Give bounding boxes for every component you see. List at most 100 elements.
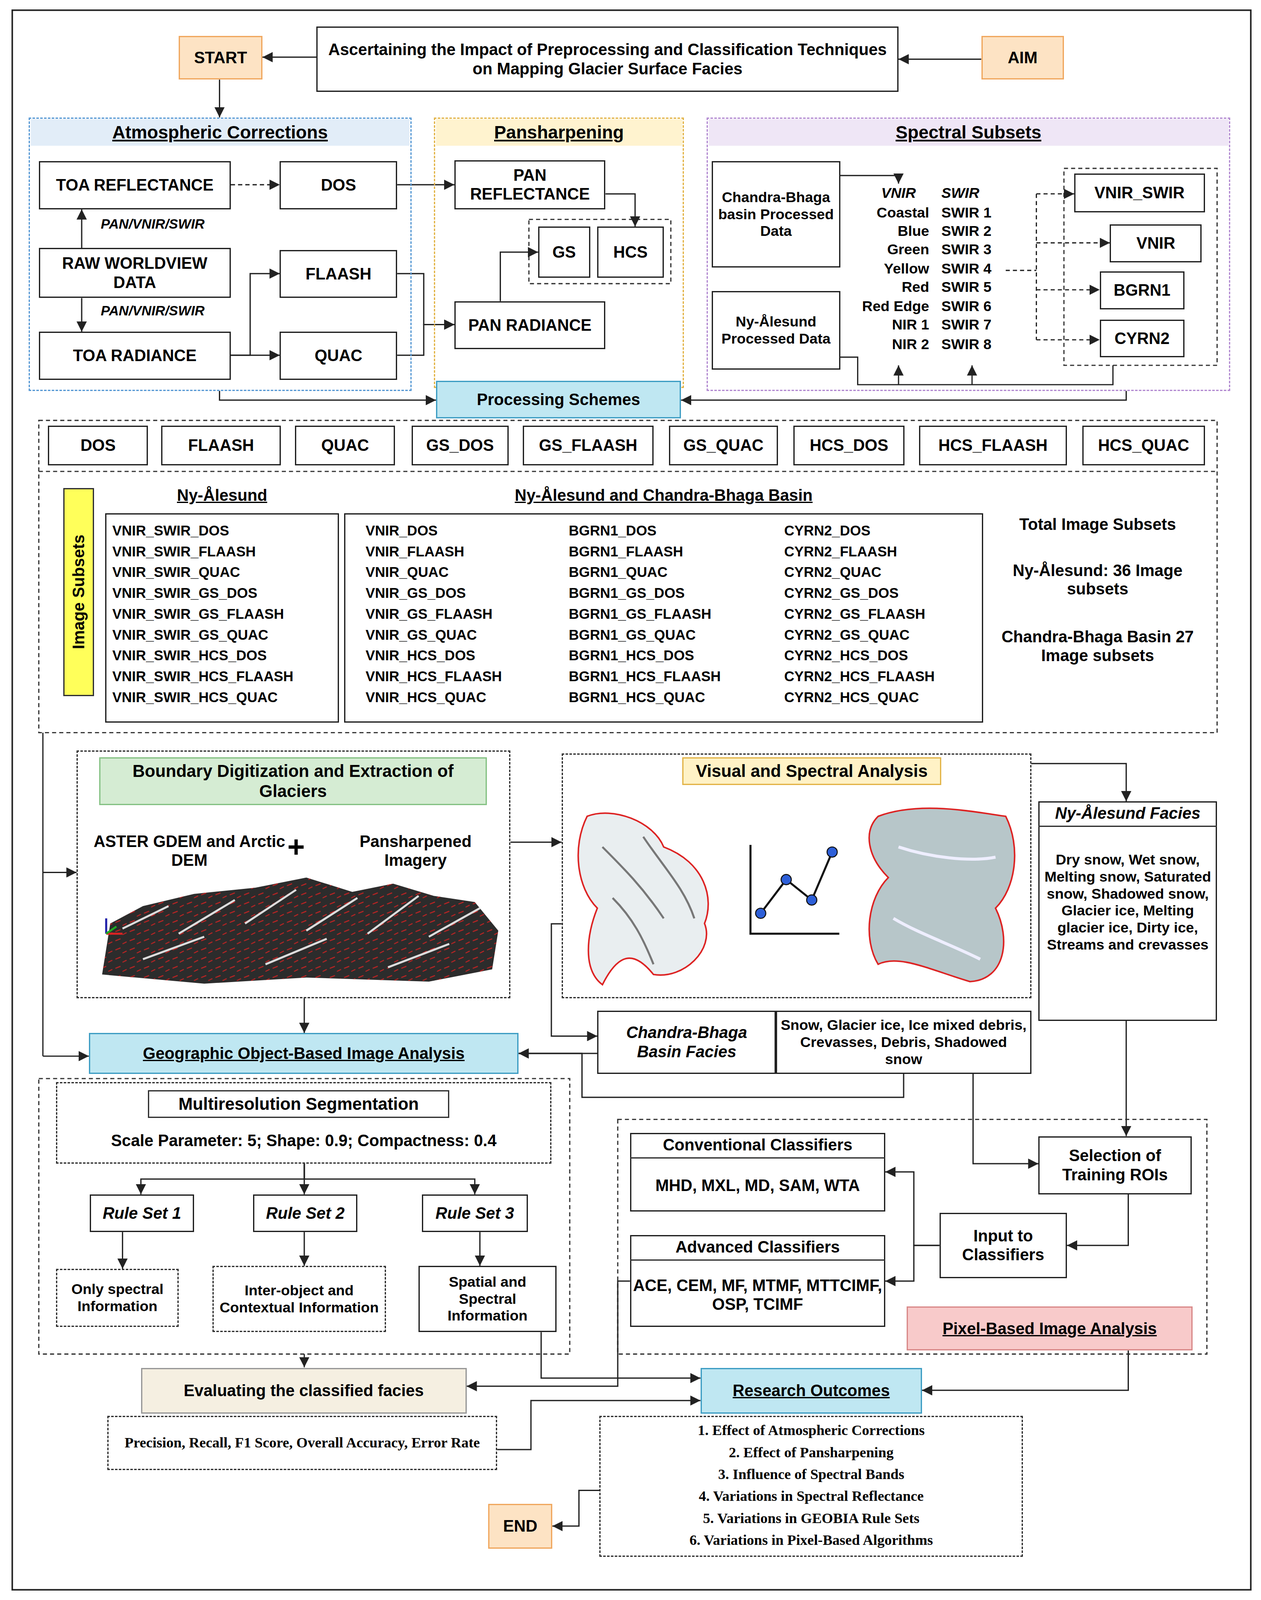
metrics-box: Precision, Recall, F1 Score, Overall Acc…	[107, 1416, 498, 1471]
process-box: FLAASH	[279, 250, 398, 298]
node-text: CYRN2	[1114, 329, 1170, 348]
node-text: PAN RADIANCE	[468, 315, 592, 335]
band-label: Green	[845, 241, 930, 258]
band-label: Red	[845, 278, 930, 296]
panel: PansharpeningPAN REFLECTANCEGSHCSPAN RAD…	[433, 117, 684, 389]
node-text: HCS	[613, 242, 648, 262]
node-text: RAW WORLDVIEW DATA	[43, 253, 227, 292]
connector-arrow	[219, 391, 437, 401]
connector-arrow	[81, 297, 83, 332]
node-text: BGRN1_GS_QUAC	[568, 627, 773, 644]
connector-arrow	[230, 273, 280, 356]
connector-arrow	[541, 1332, 701, 1379]
band-label: SWIR	[941, 184, 1013, 202]
side-label-box: Image Subsets	[63, 488, 95, 697]
pixel-panel	[617, 1119, 1207, 1355]
scheme-box: FLAASH	[161, 425, 281, 466]
scheme-box: DOS	[47, 425, 148, 466]
geobia-panel	[38, 1078, 570, 1355]
scheme-box: QUAC	[294, 425, 395, 466]
node-text: +	[275, 832, 317, 863]
node-text: VNIR_GS_FLAASH	[365, 606, 570, 623]
node-text: TOA REFLECTANCE	[55, 175, 214, 195]
group-outline	[528, 219, 671, 284]
connector-arrow	[230, 184, 280, 186]
heading-text: 1. Effect of Atmospheric Corrections	[599, 1422, 1023, 1440]
node-text: VNIR_GS_DOS	[365, 585, 570, 602]
band-label: Coastal	[845, 204, 930, 221]
node-text: BGRN1_HCS_FLAASH	[568, 668, 773, 686]
node-text: END	[503, 1517, 538, 1536]
node-text: VNIR_SWIR_HCS_FLAASH	[112, 668, 338, 686]
connector-arrow	[141, 1163, 305, 1195]
stage-box: Evaluating the classified facies	[141, 1368, 467, 1415]
node-text: Ny-Ålesund Processed Data	[716, 313, 836, 348]
schemes-panel	[38, 420, 1218, 734]
band-label: Yellow	[845, 260, 930, 277]
node-text: VNIR_SWIR_GS_DOS	[112, 585, 338, 602]
node-text: CYRN2_HCS_QUAC	[783, 689, 989, 707]
process-box: Selection of Training ROIs	[1038, 1136, 1192, 1195]
connector-arrow	[303, 1232, 305, 1267]
note-label: Ny-Ålesund: 36 Image subsets	[1005, 561, 1190, 599]
scheme-box: HCS_QUAC	[1082, 425, 1206, 466]
connector-arrow	[605, 194, 635, 227]
node-text: CYRN2_GS_QUAC	[783, 627, 989, 644]
node-text: Research Outcomes	[732, 1381, 890, 1401]
node-text: QUAC	[321, 436, 369, 455]
scheme-box: GS_QUAC	[668, 425, 779, 466]
connector-line	[42, 732, 44, 1057]
node-text: START	[194, 48, 248, 68]
node-text: GS_QUAC	[683, 436, 764, 455]
aim-terminal: AIM	[981, 35, 1064, 80]
heading-text: Boundary Digitization and Extraction of …	[99, 757, 488, 806]
classifier-box: Advanced ClassifiersACE, CEM, MF, MTMF, …	[630, 1235, 886, 1328]
node-text: Ascertaining the Impact of Preprocessing…	[321, 40, 894, 79]
node-text: Dry snow, Wet snow, Melting snow, Satura…	[1042, 851, 1214, 954]
note-label: Chandra-Bhaga Basin 27 Image subsets	[992, 627, 1203, 666]
process-box: TOA REFLECTANCE	[38, 161, 231, 210]
node-text: VNIR_QUAC	[365, 564, 570, 581]
subset-box: VNIR_SWIR	[1074, 173, 1206, 213]
process-box: GS	[538, 226, 591, 278]
node-text: Image Subsets	[69, 534, 89, 650]
connector-arrow	[397, 184, 455, 186]
glacier-illustration	[578, 808, 1015, 985]
node-text: Selection of Training ROIs	[1042, 1146, 1187, 1185]
band-label: SWIR 1	[941, 204, 1013, 221]
node-text: VNIR_SWIR_FLAASH	[112, 543, 338, 561]
process-box: TOA RADIANCE	[38, 331, 231, 380]
band-label: NIR 2	[845, 335, 930, 353]
band-label: NIR 1	[845, 316, 930, 333]
connector-arrow	[262, 56, 317, 58]
band-label: VNIR	[862, 184, 934, 202]
connector-line	[840, 175, 899, 184]
node-text: HCS_QUAC	[1098, 436, 1190, 455]
list-box: Ny-Ålesund and Chandra-Bhaga BasinVNIR_D…	[344, 513, 984, 723]
info-box: Inter-object and Contextual Information	[212, 1266, 386, 1333]
node-text: ACE, CEM, MF, MTMF, MTTCIMF, OSP, TCIMF	[630, 1276, 886, 1315]
connector-line	[840, 357, 1114, 385]
panel: Visual and Spectral Analysis	[561, 753, 1032, 999]
node-text: CYRN2_GS_DOS	[783, 585, 989, 602]
node-text: Rule Set 2	[265, 1204, 345, 1223]
node-text: 2. Effect of Pansharpening	[599, 1444, 1023, 1462]
node-text: ASTER GDEM and Arctic DEM	[89, 832, 289, 871]
subset-box: VNIR	[1109, 224, 1202, 263]
group-outline	[1063, 168, 1217, 366]
node-text: FLAASH	[188, 436, 254, 455]
node-text: BGRN1_GS_DOS	[568, 585, 773, 602]
connector-arrow	[1066, 1194, 1129, 1246]
heading-text: Conventional Classifiers	[630, 1133, 886, 1159]
node-text: MHD, MXL, MD, SAM, WTA	[630, 1176, 886, 1196]
stage-box: Geographic Object-Based Image Analysis	[88, 1033, 519, 1075]
connector-arrow	[397, 273, 455, 325]
node-text: Only spectral Information	[60, 1281, 174, 1316]
connector-arrow	[680, 391, 1126, 401]
node-text: GS_DOS	[426, 436, 494, 455]
node-text: QUAC	[314, 346, 363, 366]
node-text: VNIR	[1136, 233, 1176, 253]
classifier-box: Conventional ClassifiersMHD, MXL, MD, SA…	[630, 1133, 886, 1212]
note-label: Total Image Subsets	[1005, 515, 1190, 535]
node-text: DOS	[321, 175, 357, 195]
